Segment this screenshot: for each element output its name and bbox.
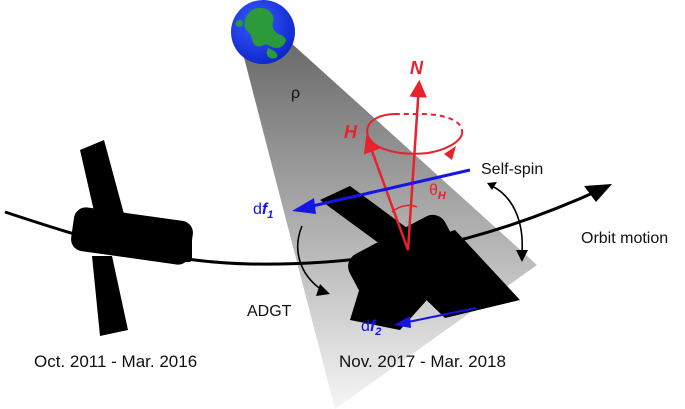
n-vector-label: N <box>410 58 424 78</box>
orbit-arrow-head <box>584 184 612 202</box>
adgt-arrow-head <box>316 284 330 296</box>
df2-label: df2 <box>361 318 381 338</box>
precession-arrow-head <box>444 146 456 160</box>
adgt-label: ADGT <box>247 303 292 320</box>
precession-ellipse-solid <box>366 113 463 155</box>
caption-right: Nov. 2017 - Mar. 2018 <box>339 352 506 371</box>
theta-label: θH <box>429 182 447 202</box>
satellite-icon <box>320 186 520 330</box>
df1-label: df1 <box>253 201 273 221</box>
orbit-motion-label: Orbit motion <box>581 230 668 247</box>
self-spin-tail <box>487 182 497 190</box>
theta-arc <box>391 204 418 213</box>
self-spin-arrow <box>491 185 523 253</box>
df2-arrow <box>407 307 477 323</box>
earth-globe-icon <box>231 0 295 64</box>
satellite-icon <box>71 140 193 336</box>
h-vector-label: H <box>344 122 358 142</box>
df1-arrow-head <box>292 198 316 214</box>
caption-left: Oct. 2011 - Mar. 2016 <box>34 352 197 371</box>
precession-ellipse-dashed <box>397 113 464 135</box>
adgt-arrow <box>297 225 323 291</box>
h-vector-arrow <box>363 135 410 251</box>
df1-arrow <box>307 168 471 209</box>
df2-arrow-head <box>394 316 411 328</box>
self-spin-label: Self-spin <box>481 161 543 178</box>
n-vector-arrow <box>406 79 427 251</box>
rho-label: ρ <box>291 85 300 102</box>
self-spin-arrow-head <box>516 250 528 262</box>
